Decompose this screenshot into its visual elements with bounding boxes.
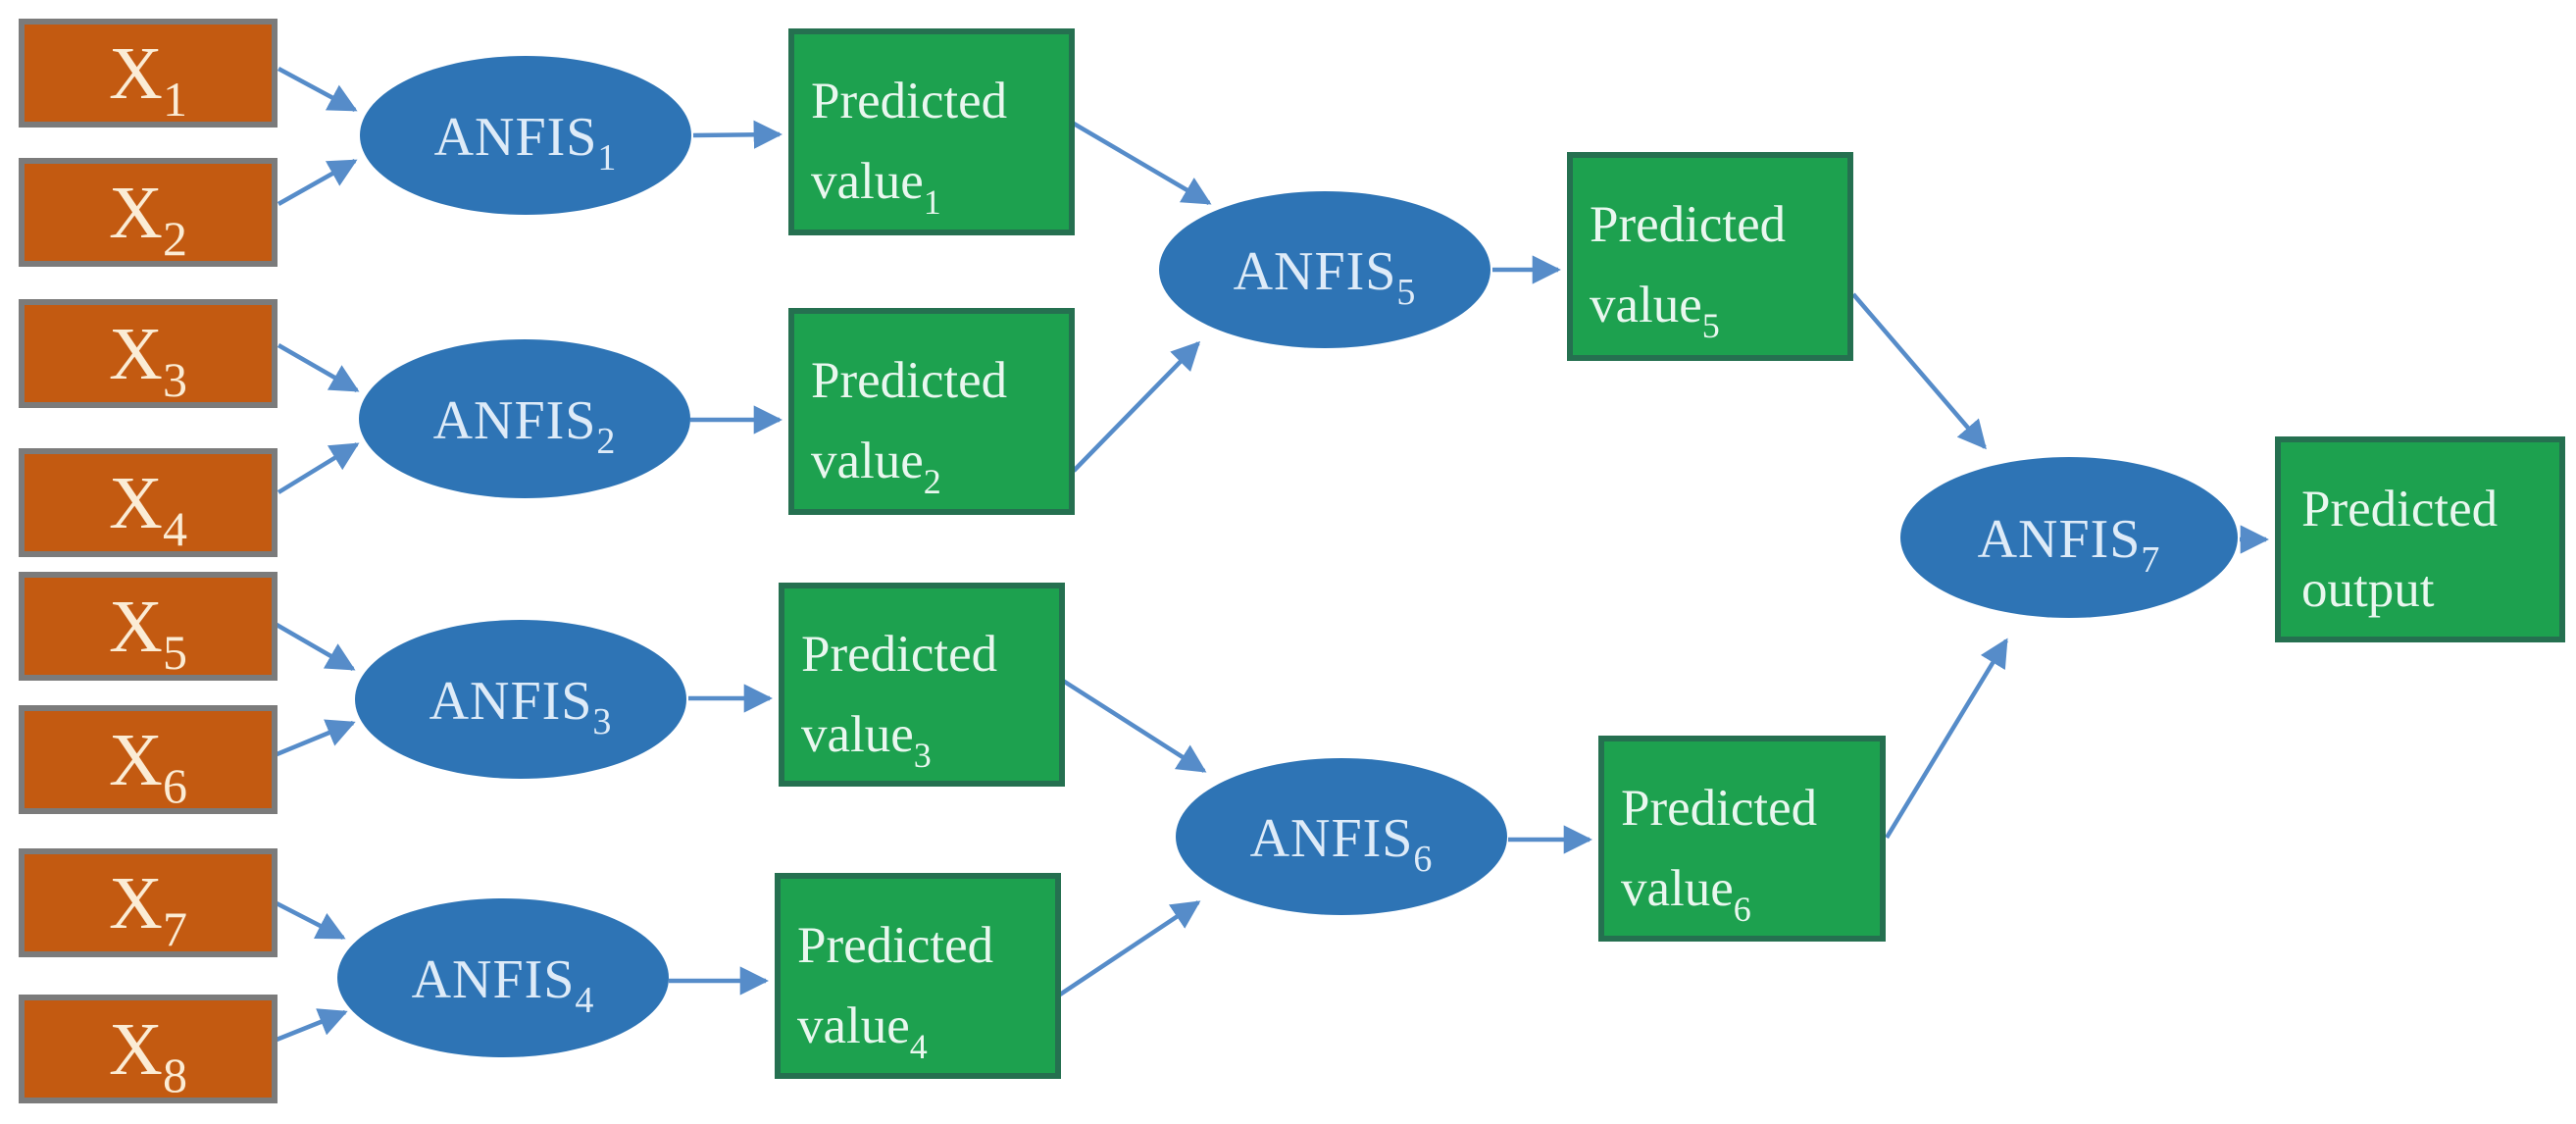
arrow-value1-to-anfis5 bbox=[1072, 122, 1212, 205]
predicted-value-box-4 bbox=[775, 873, 1061, 1079]
predicted-value-box-1 bbox=[788, 28, 1075, 235]
arrows bbox=[269, 67, 2269, 1045]
input-label-x8: X8 bbox=[109, 1008, 187, 1102]
anfis-ellipse-5 bbox=[1159, 191, 1490, 348]
predicted-value-label-2-line2: value2 bbox=[811, 433, 941, 501]
arrow-value6-to-anfis7 bbox=[1885, 638, 2008, 840]
arrow-x8-to-anfis4 bbox=[271, 1008, 348, 1045]
arrow-value5-to-anfis7 bbox=[1851, 292, 1987, 450]
anfis-label-5: ANFIS5 bbox=[1234, 241, 1417, 313]
anfis-label-3: ANFIS3 bbox=[429, 671, 613, 742]
input-label-x7: X7 bbox=[109, 862, 187, 956]
input-box-x7 bbox=[19, 848, 278, 957]
input-label-x4: X4 bbox=[109, 462, 187, 556]
predicted-value-label-6-line1: Predicted bbox=[1621, 780, 1817, 837]
anfis-ellipse-4 bbox=[337, 898, 669, 1057]
arrow-x2-to-anfis1 bbox=[277, 159, 358, 206]
predicted-value-label-3-line1: Predicted bbox=[801, 626, 997, 683]
predicted-value-label-3-line2: value3 bbox=[801, 706, 932, 775]
input-label-x6: X6 bbox=[109, 719, 187, 813]
anfis-label-6: ANFIS6 bbox=[1250, 808, 1434, 880]
anfis-nodes: ANFIS1 ANFIS2 ANFIS3 ANFIS4 ANFIS5 ANFIS… bbox=[337, 56, 2238, 1057]
arrow-x6-to-anfis3 bbox=[269, 719, 356, 760]
input-label-x1: X1 bbox=[109, 32, 187, 127]
arrow-x7-to-anfis4 bbox=[273, 899, 346, 941]
anfis-ellipse-7 bbox=[1900, 457, 2238, 618]
predicted-value-label-1-line1: Predicted bbox=[811, 73, 1007, 129]
anfis-label-7: ANFIS7 bbox=[1978, 509, 2161, 581]
input-boxes: X1 X2 X3 X4 X5 X6 X7 X8 bbox=[19, 19, 278, 1103]
predicted-value-box-5 bbox=[1567, 152, 1853, 361]
predicted-value-boxes: Predicted value1 Predicted value2 Predic… bbox=[775, 28, 1886, 1079]
anfis-label-1: ANFIS1 bbox=[434, 107, 618, 179]
input-label-x3: X3 bbox=[109, 313, 187, 407]
arrow-value4-to-anfis6 bbox=[1058, 900, 1201, 996]
input-box-x3 bbox=[19, 299, 278, 408]
predicted-value-label-1-line2: value1 bbox=[811, 153, 941, 222]
predicted-value-label-2-line1: Predicted bbox=[811, 352, 1007, 409]
input-label-x2: X2 bbox=[109, 172, 187, 266]
input-box-x8 bbox=[19, 995, 278, 1103]
predicted-value-label-4-line1: Predicted bbox=[797, 917, 993, 974]
anfis-label-4: ANFIS4 bbox=[412, 949, 595, 1021]
anfis-ellipse-3 bbox=[355, 620, 686, 779]
arrow-x1-to-anfis1 bbox=[277, 67, 358, 112]
input-label-x5: X5 bbox=[109, 586, 187, 680]
arrow-value3-to-anfis6 bbox=[1061, 679, 1207, 773]
arrow-x3-to-anfis2 bbox=[277, 343, 360, 392]
anfis-ellipse-6 bbox=[1176, 758, 1507, 915]
predicted-value-label-5-line2: value5 bbox=[1590, 277, 1720, 345]
anfis-ellipse-2 bbox=[359, 339, 690, 498]
predicted-value-label-5-line1: Predicted bbox=[1590, 196, 1786, 253]
input-box-x5 bbox=[19, 572, 278, 681]
input-box-x1 bbox=[19, 19, 278, 128]
anfis-label-2: ANFIS2 bbox=[433, 390, 617, 462]
arrow-value2-to-anfis5 bbox=[1072, 340, 1201, 473]
arrow-x5-to-anfis3 bbox=[270, 620, 356, 671]
predicted-value-label-4-line2: value4 bbox=[797, 997, 928, 1066]
predicted-value-box-3 bbox=[779, 583, 1065, 787]
predicted-value-box-6 bbox=[1598, 736, 1886, 942]
anfis-ellipse-1 bbox=[360, 56, 691, 215]
predicted-value-label-6-line2: value6 bbox=[1621, 860, 1751, 929]
input-box-x6 bbox=[19, 705, 278, 814]
predicted-output-label-line2: output bbox=[2301, 561, 2435, 618]
arrow-anfis1-to-value1 bbox=[692, 120, 783, 149]
arrow-x4-to-anfis2 bbox=[277, 442, 360, 494]
input-box-x4 bbox=[19, 448, 278, 557]
predicted-output-box bbox=[2275, 436, 2565, 642]
predicted-output-label-line1: Predicted bbox=[2301, 481, 2498, 537]
predicted-value-box-2 bbox=[788, 308, 1075, 515]
predicted-output-node: Predicted output bbox=[2275, 436, 2565, 642]
input-box-x2 bbox=[19, 158, 278, 267]
